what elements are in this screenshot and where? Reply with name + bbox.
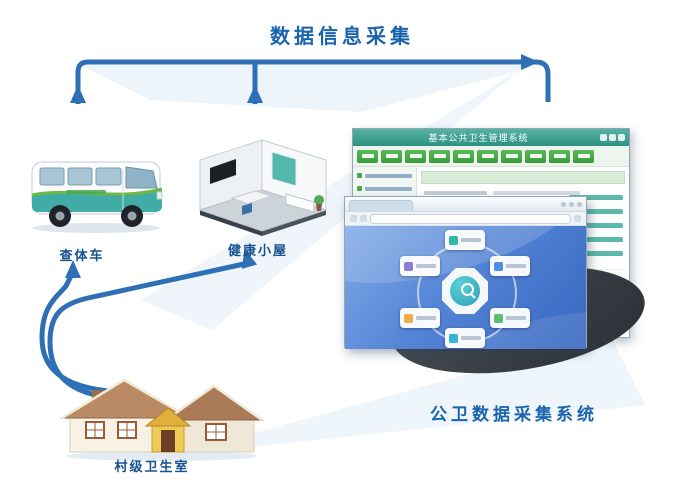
cabin-base-right: [262, 210, 326, 236]
hub-core-circle: [450, 276, 480, 306]
clinic-to-van-path: [39, 270, 109, 394]
hub-node: [445, 230, 485, 250]
link-text-bar: [569, 195, 623, 200]
window-controls: [600, 134, 625, 141]
van-headlight: [156, 191, 163, 200]
system-screen: [345, 226, 586, 349]
cabin-base-left: [200, 210, 262, 236]
tree-item: [357, 173, 412, 178]
minimize-icon: [561, 202, 566, 207]
link-text-bar: [569, 237, 623, 242]
link-text-bar: [569, 209, 623, 214]
toolbar-button: [477, 149, 498, 163]
hub-node: [490, 256, 530, 276]
toolbar-button: [357, 149, 378, 163]
van-hub: [127, 211, 137, 221]
van-window: [67, 167, 93, 186]
village-clinic-illustration: [60, 378, 264, 461]
clinic-label: 村级卫生室: [114, 460, 190, 475]
van-window: [39, 167, 65, 186]
house-right-roof: [164, 385, 264, 421]
van-window: [95, 167, 122, 186]
toolbar-button: [429, 149, 450, 163]
van-label: 查体车: [59, 249, 105, 264]
health-cabin-illustration: [198, 139, 328, 236]
maximize-icon: [569, 202, 574, 207]
cabin-table: [230, 190, 274, 205]
cabin-label: 健康小屋: [227, 244, 288, 259]
clinic-to-cabin-path: [47, 261, 245, 401]
hub-center-octagon: [442, 268, 488, 314]
menu-icon: [574, 215, 581, 222]
app-titlebar: 基本公共卫生管理系统: [353, 129, 629, 146]
cabin-counter: [285, 193, 315, 213]
background-wash: [80, 65, 542, 112]
close-icon: [577, 202, 582, 207]
hub-node: [400, 256, 440, 276]
van-hub: [55, 211, 65, 221]
collector-arrow-path: [75, 59, 551, 104]
toolbar-button: [453, 149, 474, 163]
house-right-fascia: [165, 384, 263, 422]
house-left-fascia: [61, 378, 191, 420]
arrowhead-up-icon: [241, 249, 258, 269]
close-icon: [618, 134, 625, 141]
arrowhead-up-icon: [247, 85, 263, 103]
toolbar-button: [381, 149, 402, 163]
toolbar-button: [573, 149, 594, 163]
browser-address-bar: [345, 212, 586, 226]
address-input: [370, 213, 571, 224]
hub-node: [490, 308, 530, 328]
link-text-bar: [569, 251, 623, 256]
browser-window-front: [344, 196, 587, 349]
minimize-icon: [600, 134, 607, 141]
cabin-tv-screen: [210, 159, 236, 184]
maximize-icon: [609, 134, 616, 141]
cabin-chair: [242, 203, 252, 215]
arrowhead-right-icon: [521, 54, 539, 70]
arrowhead-up-icon: [65, 260, 81, 278]
house-porch-roof: [144, 407, 192, 427]
toolbar-button: [405, 149, 426, 163]
app-toolbar: [353, 146, 629, 167]
toolbar-button: [525, 149, 546, 163]
link-list: [569, 195, 623, 256]
toolbar-button: [549, 149, 570, 163]
link-text-bar: [569, 223, 623, 228]
house-ground-shadow: [66, 451, 258, 461]
magnifier-icon: [460, 282, 474, 296]
hub-node: [400, 308, 440, 328]
table-header: [421, 171, 625, 184]
house-door: [161, 430, 175, 452]
van-logo-text-bar: [66, 190, 106, 194]
house-window-bars: [86, 422, 226, 440]
flow-arrowheads: [65, 54, 539, 278]
system-label: 公卫数据采集系统: [430, 405, 598, 425]
browser-tab: [349, 200, 413, 211]
diagram-title: 数据信息采集: [270, 24, 414, 48]
van-windshield: [125, 166, 158, 189]
cabin-glass-panel: [271, 151, 297, 187]
van-shadow: [32, 223, 160, 233]
hub-node: [445, 328, 485, 348]
app-title: 基本公共卫生管理系统: [428, 134, 529, 144]
toolbar-button: [501, 149, 522, 163]
van-side-windows: [39, 167, 122, 186]
browser-titlebar: [345, 197, 586, 212]
forward-icon: [360, 215, 367, 222]
exam-van-illustration: [31, 161, 163, 233]
arrowhead-up-icon: [70, 85, 86, 103]
cabin-plant-pot: [316, 204, 322, 211]
tree-item: [357, 186, 412, 191]
back-icon: [350, 215, 357, 222]
cabin-plant: [314, 195, 324, 205]
